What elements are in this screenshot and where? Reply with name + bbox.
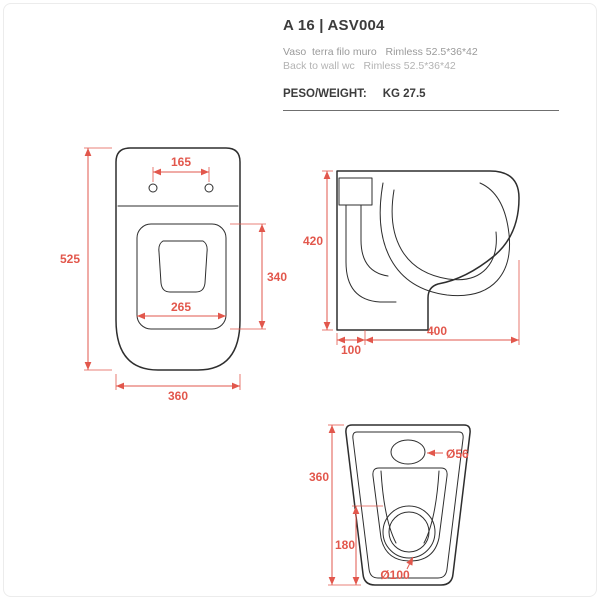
leader-outlet [406, 556, 414, 570]
dim-overall-width: 360 [168, 389, 188, 403]
top-view-right-fixing-hole [204, 183, 214, 193]
top-view-body-outline [115, 147, 241, 371]
front-view-bowl-curve-left [380, 470, 397, 544]
top-view-bowl-outline [158, 240, 208, 293]
side-view-inlet [338, 177, 373, 206]
weight-label: PESO/WEIGHT: [283, 88, 367, 100]
dim-hole-spacing: 165 [171, 155, 191, 169]
side-view-bowl-inner [391, 189, 497, 281]
dim-top-hole-diameter: Ø56 [446, 447, 469, 461]
front-view: Ø56 360 180 Ø100 [309, 424, 471, 586]
front-view-bowl [372, 467, 448, 562]
dim-outlet-offset: 180 [335, 538, 355, 552]
dim-depth: 400 [427, 324, 447, 338]
product-code: A 16 | ASV004 [283, 17, 385, 34]
side-view: 420 100 400 [303, 170, 520, 357]
side-view-pipe-right [360, 204, 389, 277]
side-view-bowl-outer [379, 182, 511, 297]
top-view: 165 525 340 265 360 [60, 147, 287, 403]
weight-row: PESO/WEIGHT: KG 27.5 [283, 88, 559, 100]
dim-seat-depth: 340 [267, 270, 287, 284]
front-view-outline [345, 424, 471, 586]
product-description-it: Vaso terra filo muro Rimless 52.5*36*42 [283, 46, 478, 58]
header: A 16 | ASV004 Vaso terra filo muro Rimle… [283, 17, 559, 111]
product-description-en: Back to wall wc Rimless 52.5*36*42 [283, 60, 456, 72]
side-view-profile [336, 170, 520, 331]
dim-rear-offset: 100 [341, 343, 361, 357]
header-divider [283, 110, 559, 111]
dim-outlet-diameter: Ø100 [380, 568, 410, 582]
dim-length: 360 [309, 470, 329, 484]
front-view-outlet-inner [388, 511, 430, 553]
dim-overall-depth: 525 [60, 252, 80, 266]
dim-height: 420 [303, 234, 323, 248]
front-view-bowl-curve-right [423, 470, 440, 544]
front-view-inner-outline [352, 431, 464, 579]
top-view-left-fixing-hole [148, 183, 158, 193]
weight-value: KG 27.5 [382, 88, 426, 100]
front-view-top-hole [390, 439, 426, 465]
side-view-pipe-left [345, 204, 397, 303]
dim-seat-width: 265 [171, 300, 191, 314]
top-view-seat-outline [136, 223, 227, 330]
